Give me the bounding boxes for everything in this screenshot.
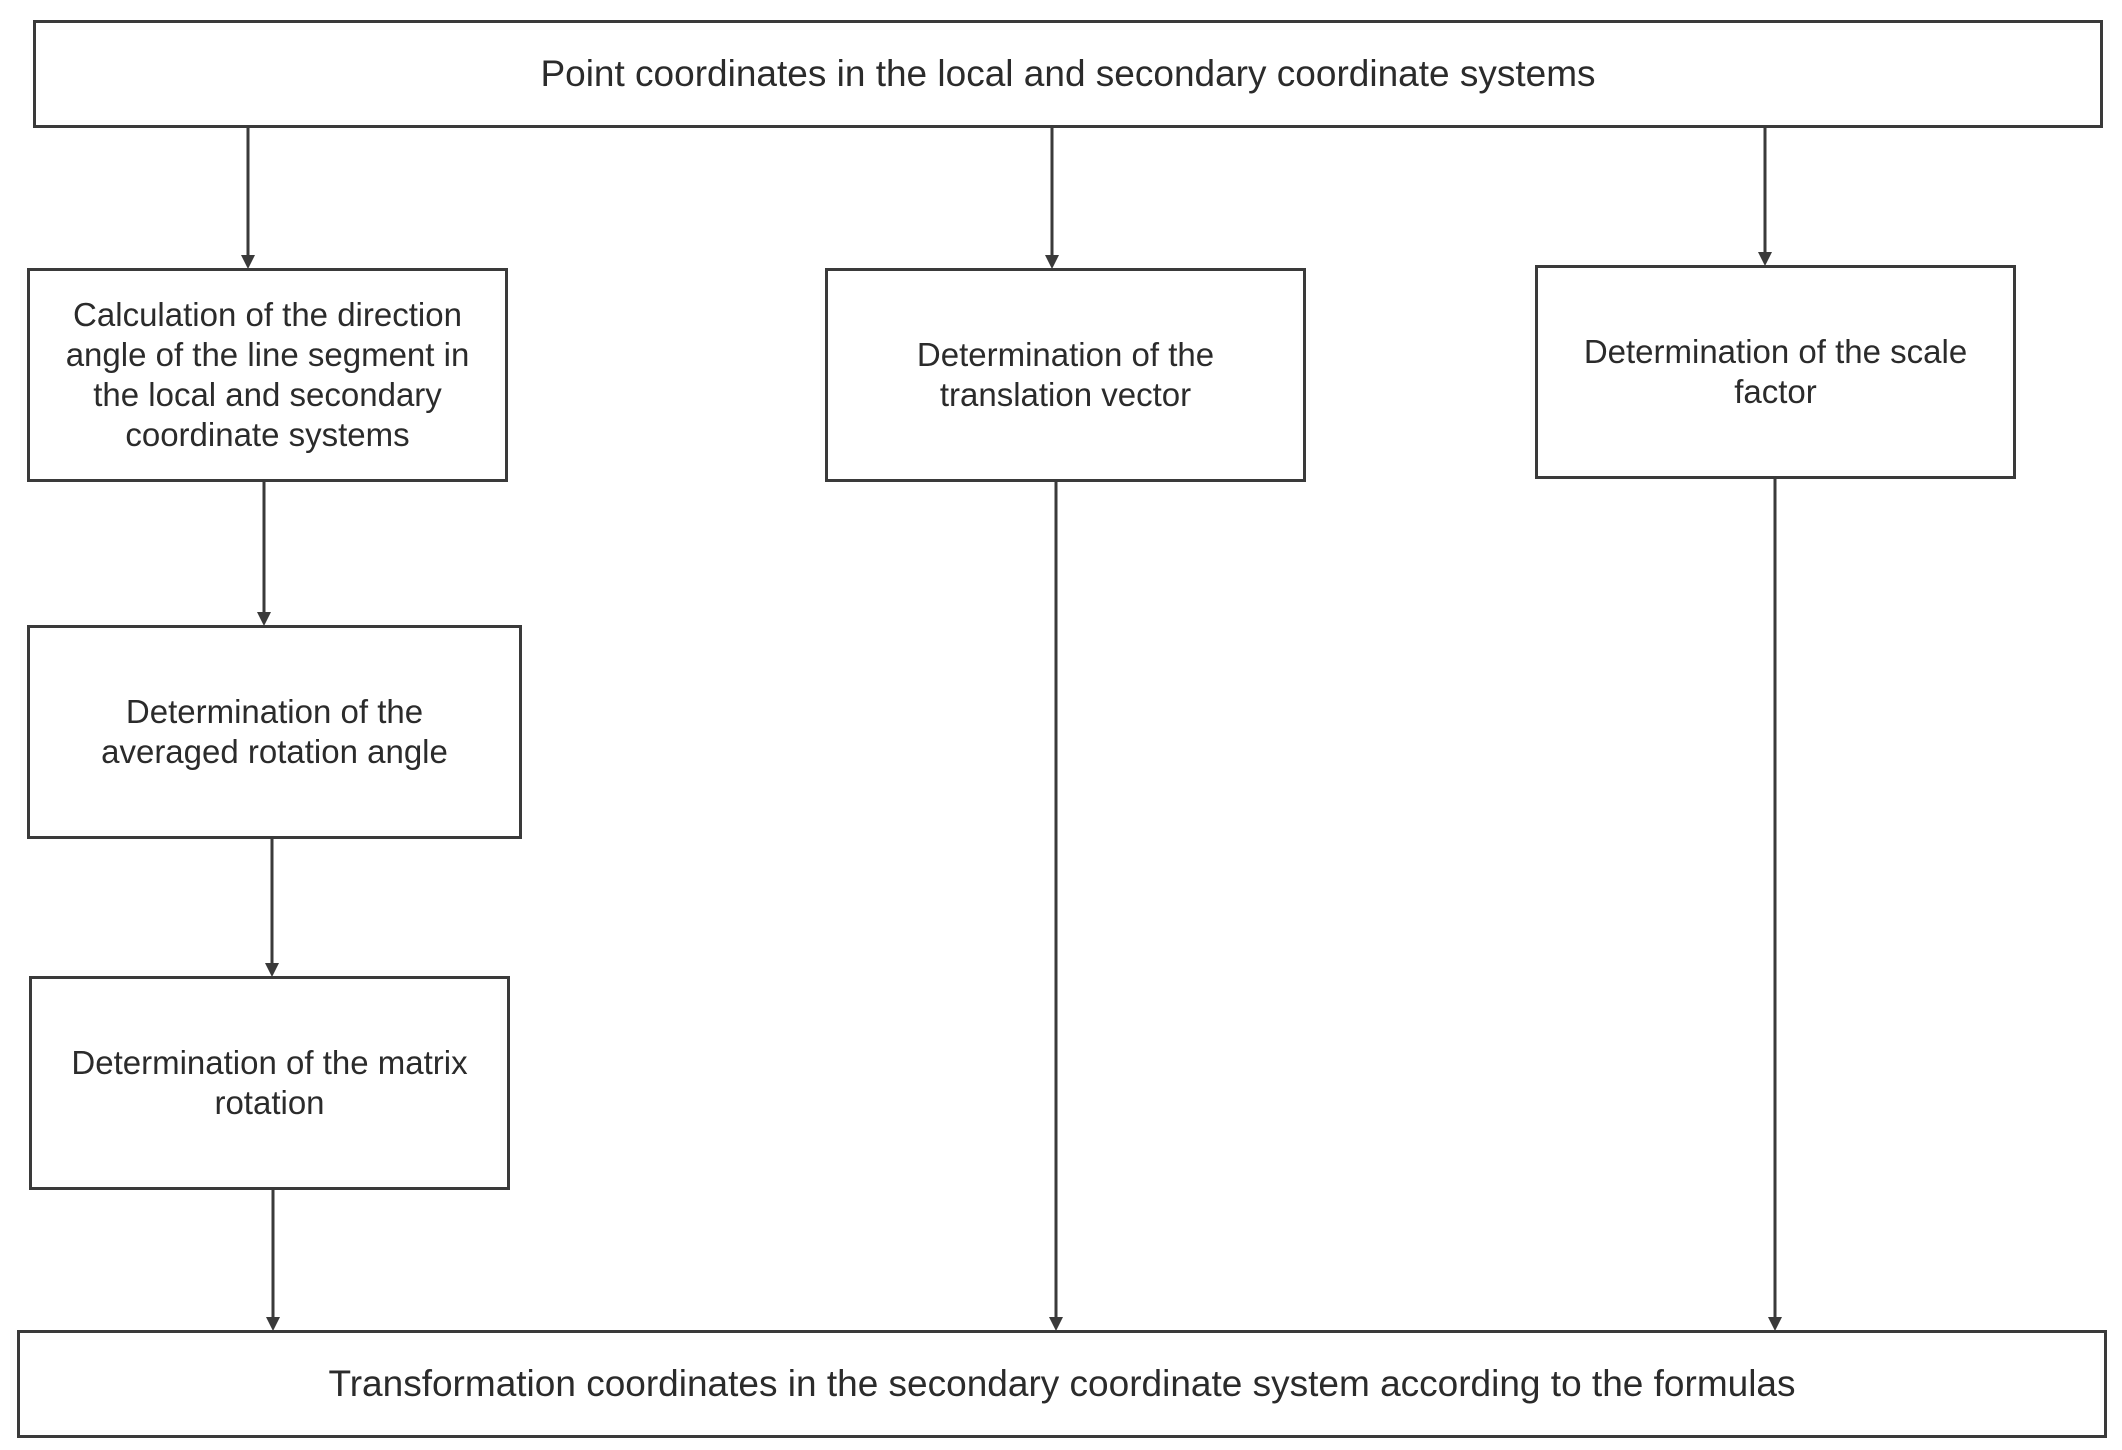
node-matrix-rotation-label: Determination of the matrix rotation (71, 1043, 468, 1121)
node-translation-label: Determination of the translation vector (916, 335, 1215, 413)
node-top: Point coordinates in the local and secon… (33, 20, 2103, 128)
node-scale-label: Determination of the scale factor (1583, 332, 1968, 410)
node-translation: Determination of the translation vector (825, 268, 1306, 482)
node-direction-angle: Calculation of the direction angle of th… (27, 268, 508, 482)
node-top-label: Point coordinates in the local and secon… (540, 53, 1596, 95)
node-rotation-angle-label: Determination of the averaged rotation a… (101, 692, 448, 770)
node-bottom: Transformation coordinates in the second… (17, 1330, 2107, 1438)
node-scale: Determination of the scale factor (1535, 265, 2016, 479)
node-direction-angle-label: Calculation of the direction angle of th… (65, 295, 470, 454)
node-bottom-label: Transformation coordinates in the second… (328, 1363, 1796, 1405)
node-rotation-angle: Determination of the averaged rotation a… (27, 625, 522, 839)
node-matrix-rotation: Determination of the matrix rotation (29, 976, 510, 1190)
